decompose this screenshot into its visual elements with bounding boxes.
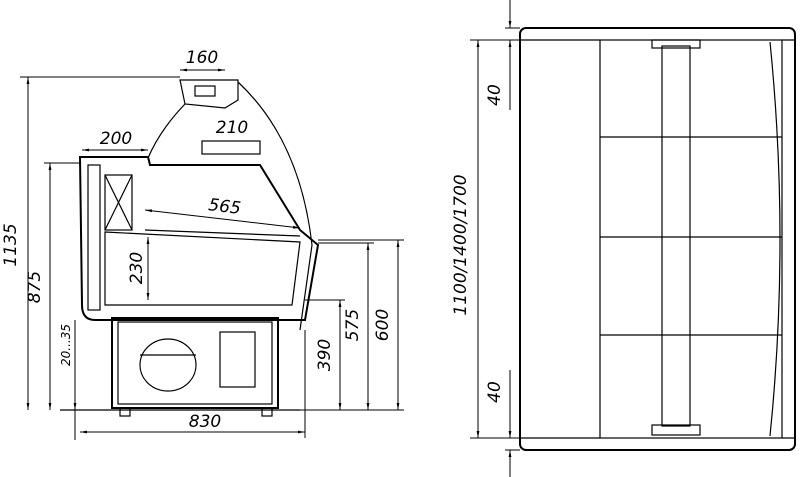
shelf-line bbox=[144, 229, 301, 237]
base-cabinet bbox=[111, 317, 279, 409]
foot-right bbox=[261, 407, 273, 417]
dim-875: 875 bbox=[25, 271, 45, 303]
dim-210: 210 bbox=[216, 118, 248, 138]
lamp-fixture bbox=[201, 140, 261, 155]
dim-length-options: 1100/1400/1700 bbox=[451, 174, 471, 315]
dim-200: 200 bbox=[100, 129, 132, 149]
post-cap-bottom bbox=[651, 424, 701, 436]
glass-inner bbox=[147, 103, 186, 159]
front-glass bbox=[237, 81, 313, 331]
compressor bbox=[139, 338, 197, 392]
dim-830: 830 bbox=[189, 412, 221, 432]
side-view: 160 210 200 565 230 1135 875 20...35 830… bbox=[1, 48, 404, 440]
dim-line-565 bbox=[144, 209, 301, 229]
end-panels bbox=[520, 39, 795, 439]
section-lines bbox=[600, 136, 782, 336]
showcase-outline bbox=[519, 27, 796, 451]
evaporator bbox=[104, 174, 133, 231]
dim-390: 390 bbox=[315, 339, 335, 371]
dim-20-35: 20...35 bbox=[59, 324, 73, 366]
canopy bbox=[179, 79, 239, 109]
dim-40-bottom: 40 bbox=[485, 381, 505, 403]
base-inner bbox=[117, 321, 273, 405]
dim-575: 575 bbox=[343, 309, 363, 341]
rear-panel bbox=[87, 164, 101, 311]
top-view: 1100/1400/1700 40 40 bbox=[451, 0, 796, 477]
post-cap-top bbox=[651, 39, 701, 49]
evaporator-cross bbox=[104, 174, 133, 231]
canopy-lamp bbox=[194, 85, 216, 97]
dim-40-top: 40 bbox=[485, 84, 505, 106]
dim-565: 565 bbox=[207, 195, 242, 219]
dim-1135: 1135 bbox=[1, 223, 21, 266]
glass-curve bbox=[769, 41, 781, 437]
dim-230: 230 bbox=[127, 252, 147, 284]
dim-160: 160 bbox=[186, 48, 218, 68]
foot-left bbox=[119, 407, 131, 417]
electrical-box bbox=[219, 331, 256, 388]
display-well bbox=[104, 231, 301, 306]
dim-600: 600 bbox=[373, 309, 393, 341]
center-post bbox=[661, 45, 691, 427]
display-area bbox=[599, 39, 783, 439]
cabinet-body bbox=[78, 156, 320, 321]
